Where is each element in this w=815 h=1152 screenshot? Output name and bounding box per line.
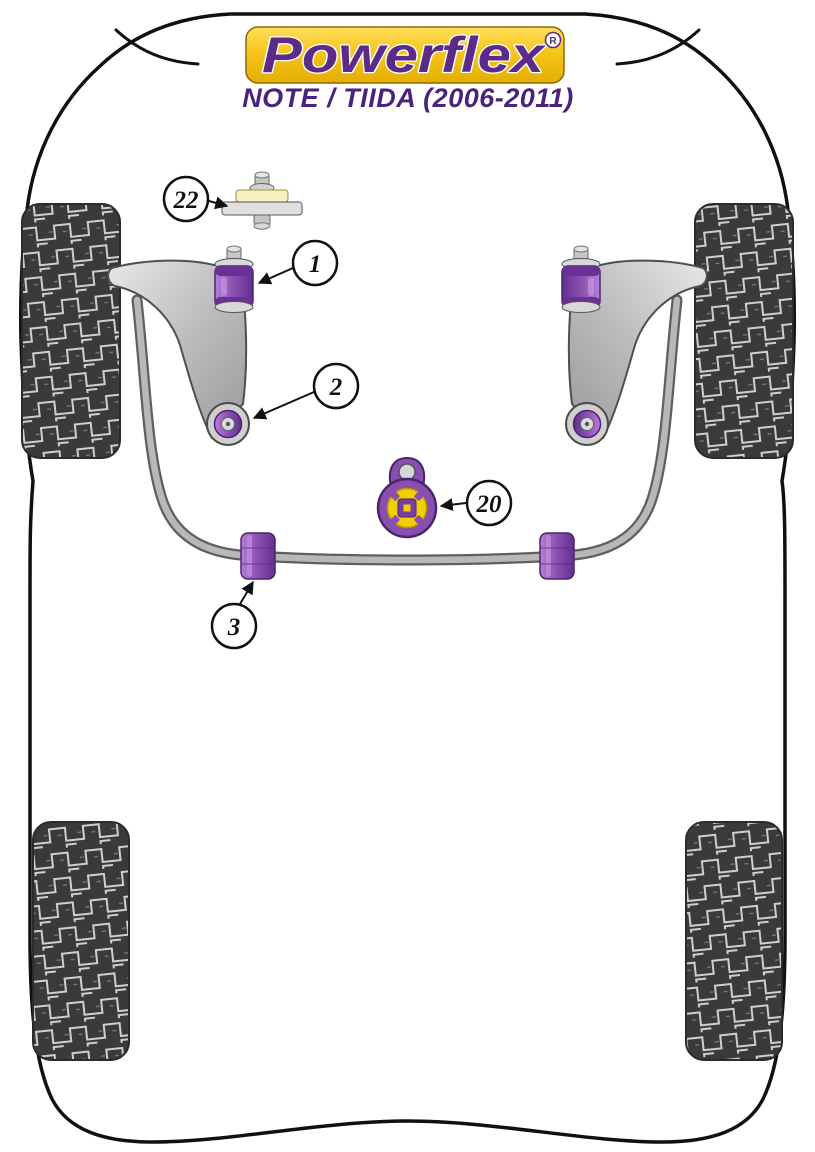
callout-3: 3 [210,580,258,650]
anti-roll-bar-bush-right [539,532,575,580]
callout-20: 20 [439,479,513,527]
lower-engine-mount-part [376,456,438,539]
registered-trademark-icon [544,31,562,49]
callout-circle [465,479,513,527]
anti-roll-bar-bush-left [240,532,276,580]
callout-circle [162,175,210,223]
callout-1: 1 [257,239,339,287]
front-arm-rear-bush-part [206,402,250,446]
callout-label: 20 [476,491,503,518]
callout-arrow [257,267,294,285]
tire-rear-right [685,821,783,1061]
logo-background [245,26,565,84]
callout-label: 2 [329,374,343,401]
upper-mount-bracket-part [221,171,303,230]
callout-circle [210,602,258,650]
mount-bolt-hole [398,463,416,481]
front-control-arm-left [107,245,254,446]
callout-arrow [439,498,467,512]
callout-arrow [252,391,315,420]
powerflex-logo: Powerflex R [245,26,565,84]
registered-trademark-letter: R [549,36,557,47]
callout-circle [312,362,360,410]
callout-arrow [239,580,254,605]
callout-22: 22 [162,175,229,223]
car-body-outline [19,12,796,1144]
logo-text: Powerflex [262,27,547,83]
hood-line-left [114,28,200,66]
callout-circle [291,239,339,287]
callout-2: 2 [252,362,360,420]
callout-label: 3 [227,614,241,641]
front-arm-front-bush-part [214,245,254,313]
callout-arrow [208,196,229,210]
callout-label: 22 [173,187,199,214]
model-subtitle: NOTE / TIIDA (2006-2011) [242,83,574,113]
tire-rear-left [32,821,130,1061]
hood-line-right [615,28,701,66]
tire-front-right [694,203,794,459]
tire-front-left [21,203,121,459]
callout-label: 1 [309,251,322,278]
